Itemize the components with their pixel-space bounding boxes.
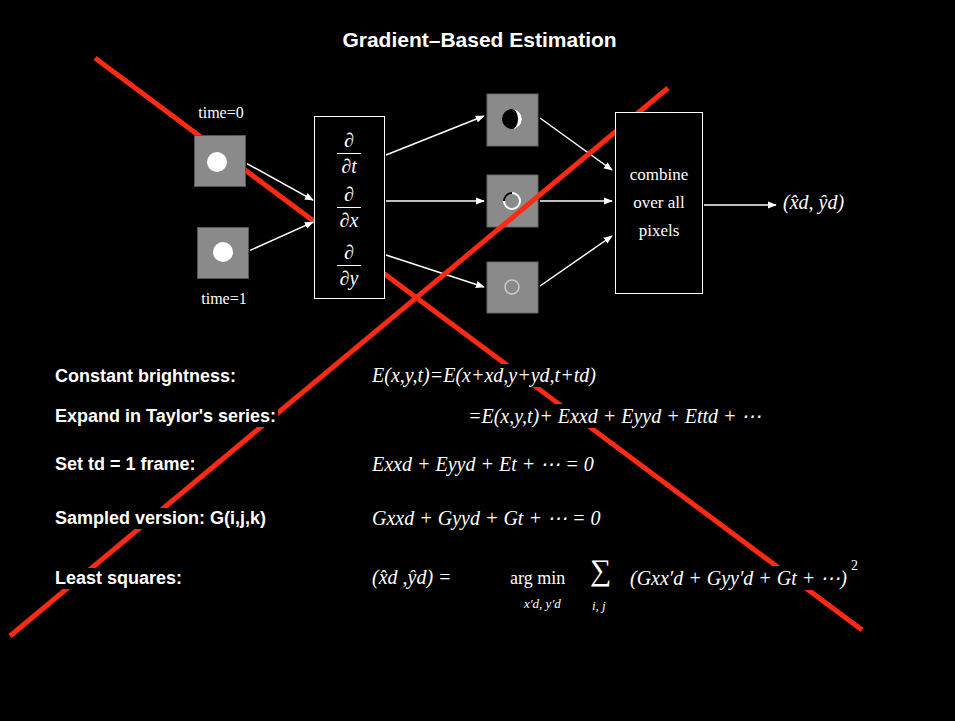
image-frame: time=0 xyxy=(194,135,246,187)
cross-stroke xyxy=(95,58,862,630)
time-label: time=0 xyxy=(165,104,277,122)
dy-image xyxy=(487,262,538,313)
image-frame: time=1 xyxy=(197,227,249,279)
bright-disc xyxy=(207,152,227,172)
arrow-connector xyxy=(250,222,313,250)
fraction-bar xyxy=(337,207,361,208)
sum-sign: ∑ xyxy=(588,553,613,587)
derivative-box: ∂ ∂t∂ ∂x∂ ∂y xyxy=(314,116,385,299)
equation: (x̂d ,ŷd) = xyxy=(370,566,454,589)
subscript: x′d, y′d xyxy=(522,596,563,612)
row-label: Constant brightness: xyxy=(53,366,238,387)
output-estimate: (x̂d, ŷd) xyxy=(781,191,846,214)
equation: (Gxx′d + Gyy′d + Gt + ⋯) xyxy=(628,566,849,590)
time-label: time=1 xyxy=(168,290,280,308)
cross-stroke xyxy=(10,88,668,636)
bright-disc xyxy=(213,242,233,262)
row-label: Sampled version: G(i,j,k) xyxy=(53,508,268,529)
equation: Gxxd + Gyyd + Gt + ⋯ = 0 xyxy=(370,506,602,530)
arrow xyxy=(386,200,484,202)
dt-image xyxy=(487,94,538,146)
arrow-connector xyxy=(247,164,313,201)
arrow xyxy=(704,204,776,206)
exponent: 2 xyxy=(849,558,860,574)
row-label: Set td = 1 frame: xyxy=(53,454,198,475)
equation: =E(x,y,t)+ Exxd + Eyyd + Ettd + ⋯ xyxy=(466,404,764,428)
row-label: Least squares: xyxy=(53,568,184,589)
image-blob xyxy=(502,109,522,129)
image-square xyxy=(487,94,538,146)
image-picture xyxy=(197,227,249,279)
arrow xyxy=(386,116,484,155)
image-ring xyxy=(505,280,519,294)
slide-title: Gradient–Based Estimation xyxy=(0,28,955,52)
arrow xyxy=(540,200,612,202)
image-square xyxy=(487,262,538,313)
subscript: i, j xyxy=(590,598,608,614)
operator: arg min xyxy=(508,568,567,589)
image-crescent xyxy=(512,109,522,129)
row-label: Expand in Taylor's series: xyxy=(53,406,278,427)
image-ring xyxy=(504,193,520,209)
equation: Exxd + Eyyd + Et + ⋯ = 0 xyxy=(370,452,596,476)
image-picture xyxy=(194,135,246,187)
process-box: combine over all pixels xyxy=(615,112,703,294)
arrow xyxy=(540,236,612,286)
image-ring-dark xyxy=(504,193,512,201)
equation: E(x,y,t)=E(x+xd,y+yd,t+td) xyxy=(370,364,598,387)
box-text: combine over all pixels xyxy=(624,161,694,245)
fraction-bar xyxy=(337,153,361,154)
fraction-bar xyxy=(337,265,361,266)
